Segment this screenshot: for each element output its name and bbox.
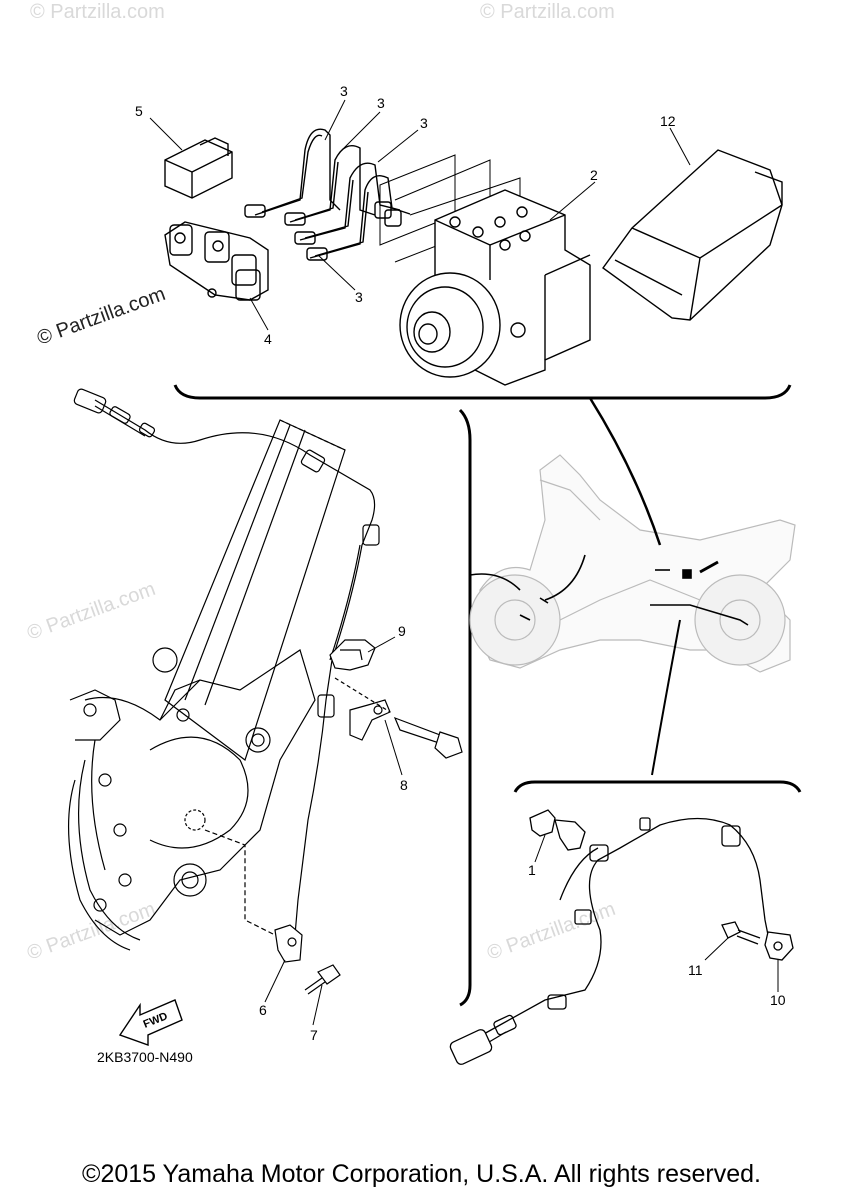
watermark-faint: © Partzilla.com [30,1,165,23]
bike-locator-marks [469,554,749,626]
rear-sensor-assembly [449,809,794,1065]
callout-12: 12 [660,113,676,129]
callout-7: 7 [310,1027,318,1043]
part-5-connector [164,137,233,199]
watermark-main: © Partzilla.com [34,283,168,350]
callout-3a: 3 [340,83,348,99]
part-12-ecu [602,149,783,321]
part-3-brake-pipes [244,128,411,261]
callout-9: 9 [398,623,406,639]
callout-leaders-top [149,99,691,331]
part-4-bracket [164,221,269,301]
front-fork-assembly [67,388,463,995]
pointer-to-sensor [651,619,681,776]
callout-leaders-rear [534,834,779,992]
motorcycle-silhouette [469,454,796,673]
frame-line-top [173,384,792,400]
callout-3c: 3 [420,115,428,131]
callout-10: 10 [770,992,786,1008]
callout-3b: 3 [377,95,385,111]
right-divider [458,408,472,1007]
part-2-hydraulic-unit [399,189,591,386]
callout-3d: 3 [355,289,363,305]
watermark-faint: © Partzilla.com [484,898,618,965]
callout-4: 4 [264,331,272,347]
callout-2: 2 [590,167,598,183]
callout-5: 5 [135,103,143,119]
callout-leaders-left [264,636,403,1026]
watermark-faint: © Partzilla.com [480,1,615,23]
fwd-arrow-icon: FWD [118,999,183,1046]
callout-8: 8 [400,777,408,793]
callout-11: 11 [688,962,703,978]
abs-assembly [164,128,783,386]
watermark-faint: © Partzilla.com [24,578,158,645]
diagram-code: 2KB3700-N490 [97,1049,193,1065]
callout-6: 6 [259,1002,267,1018]
frame-line-rear [513,780,802,793]
callout-numbers: 1 2 3 3 3 3 4 5 6 7 8 9 10 11 12 [135,83,786,1043]
watermark-faint: © Partzilla.com [24,898,158,965]
callout-1: 1 [528,862,536,878]
copyright-notice: ©2015 Yamaha Motor Corporation, U.S.A. A… [82,1160,761,1188]
pointer-to-top [588,397,662,546]
